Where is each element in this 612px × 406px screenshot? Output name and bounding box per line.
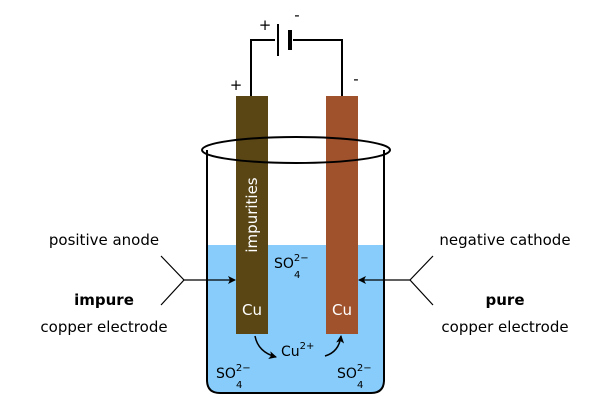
sulfate-ion-top: SO2− 4 <box>274 253 309 281</box>
anode-electrode-desc: copper electrode <box>40 318 167 336</box>
cathode-electrode-desc: copper electrode <box>441 318 568 336</box>
cathode-pointer-lines <box>409 255 434 306</box>
sulfate-subscript: 4 <box>357 380 363 391</box>
sulfate-charge: 2− <box>357 363 372 374</box>
positive-anode-label: positive anode <box>49 231 159 249</box>
sulfate-base: SO <box>274 256 294 272</box>
impure-label: impure <box>74 291 134 309</box>
copper-ion-base: Cu <box>281 344 300 360</box>
sulfate-ion-bottom-right: SO2− 4 <box>337 363 372 391</box>
sulfate-subscript: 4 <box>294 270 300 281</box>
impurities-label: impurities <box>243 177 261 252</box>
anode-symbol: Cu <box>242 301 262 319</box>
sulfate-base: SO <box>216 366 236 382</box>
sulfate-subscript: 4 <box>236 380 242 391</box>
cathode-wire <box>293 39 343 96</box>
cathode-sign: - <box>353 70 358 88</box>
cathode-annotation: negative cathode pure copper electrode <box>358 231 571 336</box>
ion-arrow-from-anode <box>254 335 277 359</box>
copper-ion-charge: 2+ <box>300 341 315 352</box>
negative-cathode-label: negative cathode <box>439 231 570 249</box>
sulfate-charge: 2− <box>294 253 309 264</box>
cathode-electrode <box>326 96 358 334</box>
anode-annotation: positive anode impure copper electrode <box>40 231 236 336</box>
pure-label: pure <box>486 291 525 309</box>
anode-sign: + <box>230 76 243 94</box>
sulfate-charge: 2− <box>236 363 251 374</box>
beaker-wall <box>206 150 385 394</box>
sulfate-ion-bottom-left: SO2− 4 <box>216 363 251 391</box>
ion-arrow-to-cathode <box>324 335 345 357</box>
copper-ion: Cu2+ <box>281 341 314 360</box>
anode-electrode <box>236 96 268 334</box>
beaker-rim <box>201 136 391 164</box>
anode-wire <box>250 39 275 96</box>
cathode-symbol: Cu <box>332 301 352 319</box>
battery-minus-sign: - <box>294 6 299 24</box>
battery-plus-sign: + <box>259 16 272 34</box>
anode-pointer-lines <box>160 255 185 306</box>
circuit: + - <box>250 6 343 96</box>
sulfate-base: SO <box>337 366 357 382</box>
